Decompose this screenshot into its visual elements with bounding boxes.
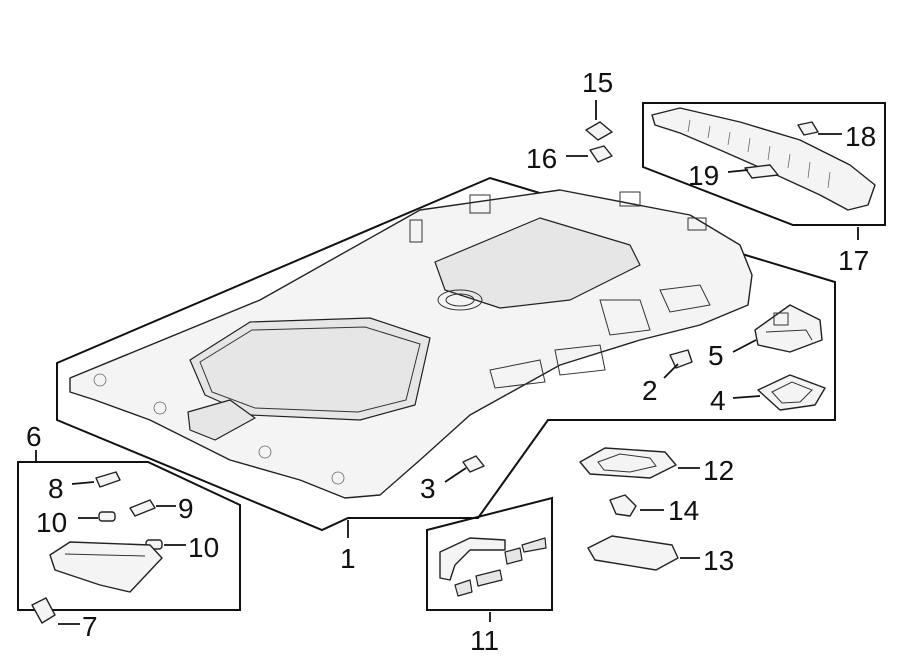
callout-12: 12 — [703, 455, 734, 486]
clip-part-16 — [589, 145, 613, 163]
visor-holder-part-7 — [31, 597, 56, 624]
callout-10b: 10 — [188, 532, 219, 563]
callout-1: 1 — [340, 543, 356, 574]
callout-3: 3 — [420, 473, 436, 504]
callout-11: 11 — [470, 625, 499, 656]
dome-lamp-part-12 — [579, 447, 677, 479]
grab-handle-group-box — [426, 496, 553, 611]
sun-visor-part — [49, 541, 163, 593]
callout-18: 18 — [845, 121, 876, 152]
bulb-part-14 — [609, 494, 637, 517]
callout-2: 2 — [642, 375, 658, 406]
callout-5: 5 — [708, 340, 724, 371]
pad-part-9 — [129, 499, 156, 517]
callout-10a: 10 — [36, 507, 67, 538]
pad-part-8 — [95, 471, 121, 488]
callout-13: 13 — [703, 545, 734, 576]
callout-15: 15 — [582, 67, 613, 98]
bracket-part-3 — [462, 455, 485, 473]
headliner-part — [69, 189, 753, 499]
callout-9: 9 — [178, 493, 194, 524]
callout-17: 17 — [838, 245, 869, 276]
grab-handle-part — [439, 537, 547, 597]
sun-visor-group-box — [17, 461, 241, 611]
callout-19: 19 — [688, 160, 719, 191]
bracket-part-19 — [744, 164, 779, 179]
roof-trim-part — [651, 107, 876, 211]
callout-16: 16 — [526, 143, 557, 174]
clip-part-2 — [669, 349, 693, 369]
lamp-housing-part-5 — [754, 304, 823, 353]
callout-7: 7 — [82, 611, 98, 642]
callout-4: 4 — [710, 385, 726, 416]
clip-part-18 — [797, 121, 819, 136]
lamp-bezel-part-4 — [757, 374, 826, 411]
retainer-part-15 — [585, 121, 613, 141]
lens-part-13 — [587, 535, 679, 571]
callout-14: 14 — [668, 495, 699, 526]
clip-part-10a — [98, 511, 116, 522]
roof-trim-group-box — [642, 102, 886, 226]
callout-8: 8 — [48, 473, 64, 504]
callout-6: 6 — [26, 421, 42, 452]
